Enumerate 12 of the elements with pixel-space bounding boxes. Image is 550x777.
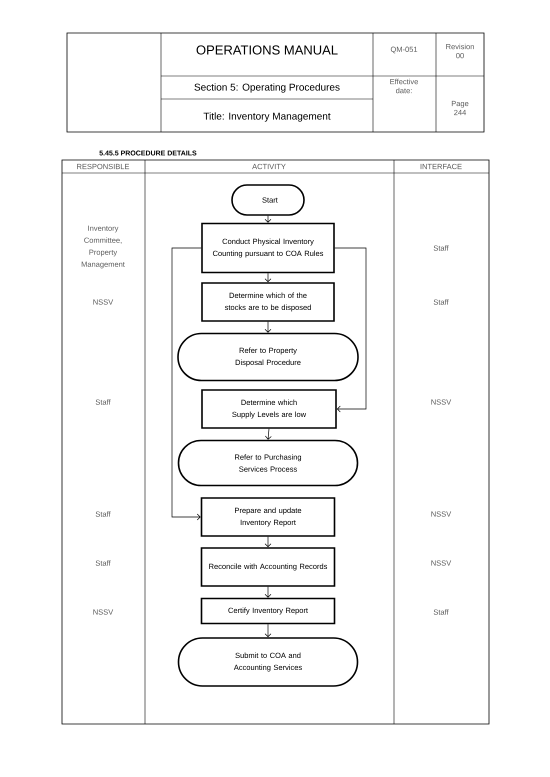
arrow [264, 428, 272, 440]
arrow [264, 536, 272, 548]
arrow [334, 248, 366, 412]
arrow [264, 321, 272, 333]
arrow [264, 624, 272, 638]
arrow [172, 248, 202, 520]
arrow [264, 586, 272, 598]
section-name: Section 5: Operating Procedures [194, 83, 340, 93]
document-title: Title: Inventory Management [204, 112, 331, 122]
arrow [264, 272, 272, 282]
arrow [264, 215, 272, 223]
header-title: OPERATIONS MANUAL [196, 45, 338, 55]
